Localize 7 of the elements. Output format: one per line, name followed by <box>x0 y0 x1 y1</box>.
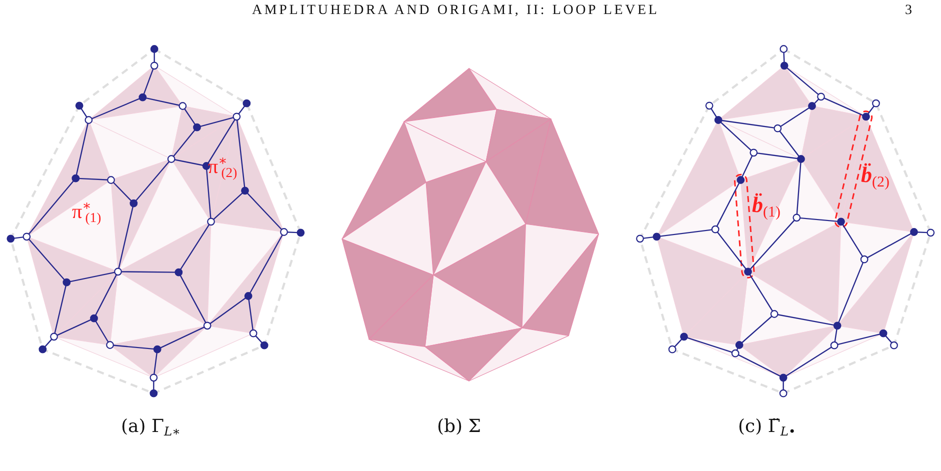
page-number: 3 <box>905 3 912 18</box>
running-header: AMPLITUHEDRA AND ORIGAMI, II: LOOP LEVEL <box>252 3 660 18</box>
subfigure-caption: (a) Γ$_{L∗}$ <box>121 417 180 437</box>
loop-label: b̈$_{(1)}$ <box>752 193 780 218</box>
subfigure-caption: (c) Γ̈$_{L•}$ <box>738 417 796 437</box>
subfigure-caption: (b) Σ <box>437 417 482 437</box>
loop-label: b̈$_{(2)}$ <box>861 163 890 188</box>
